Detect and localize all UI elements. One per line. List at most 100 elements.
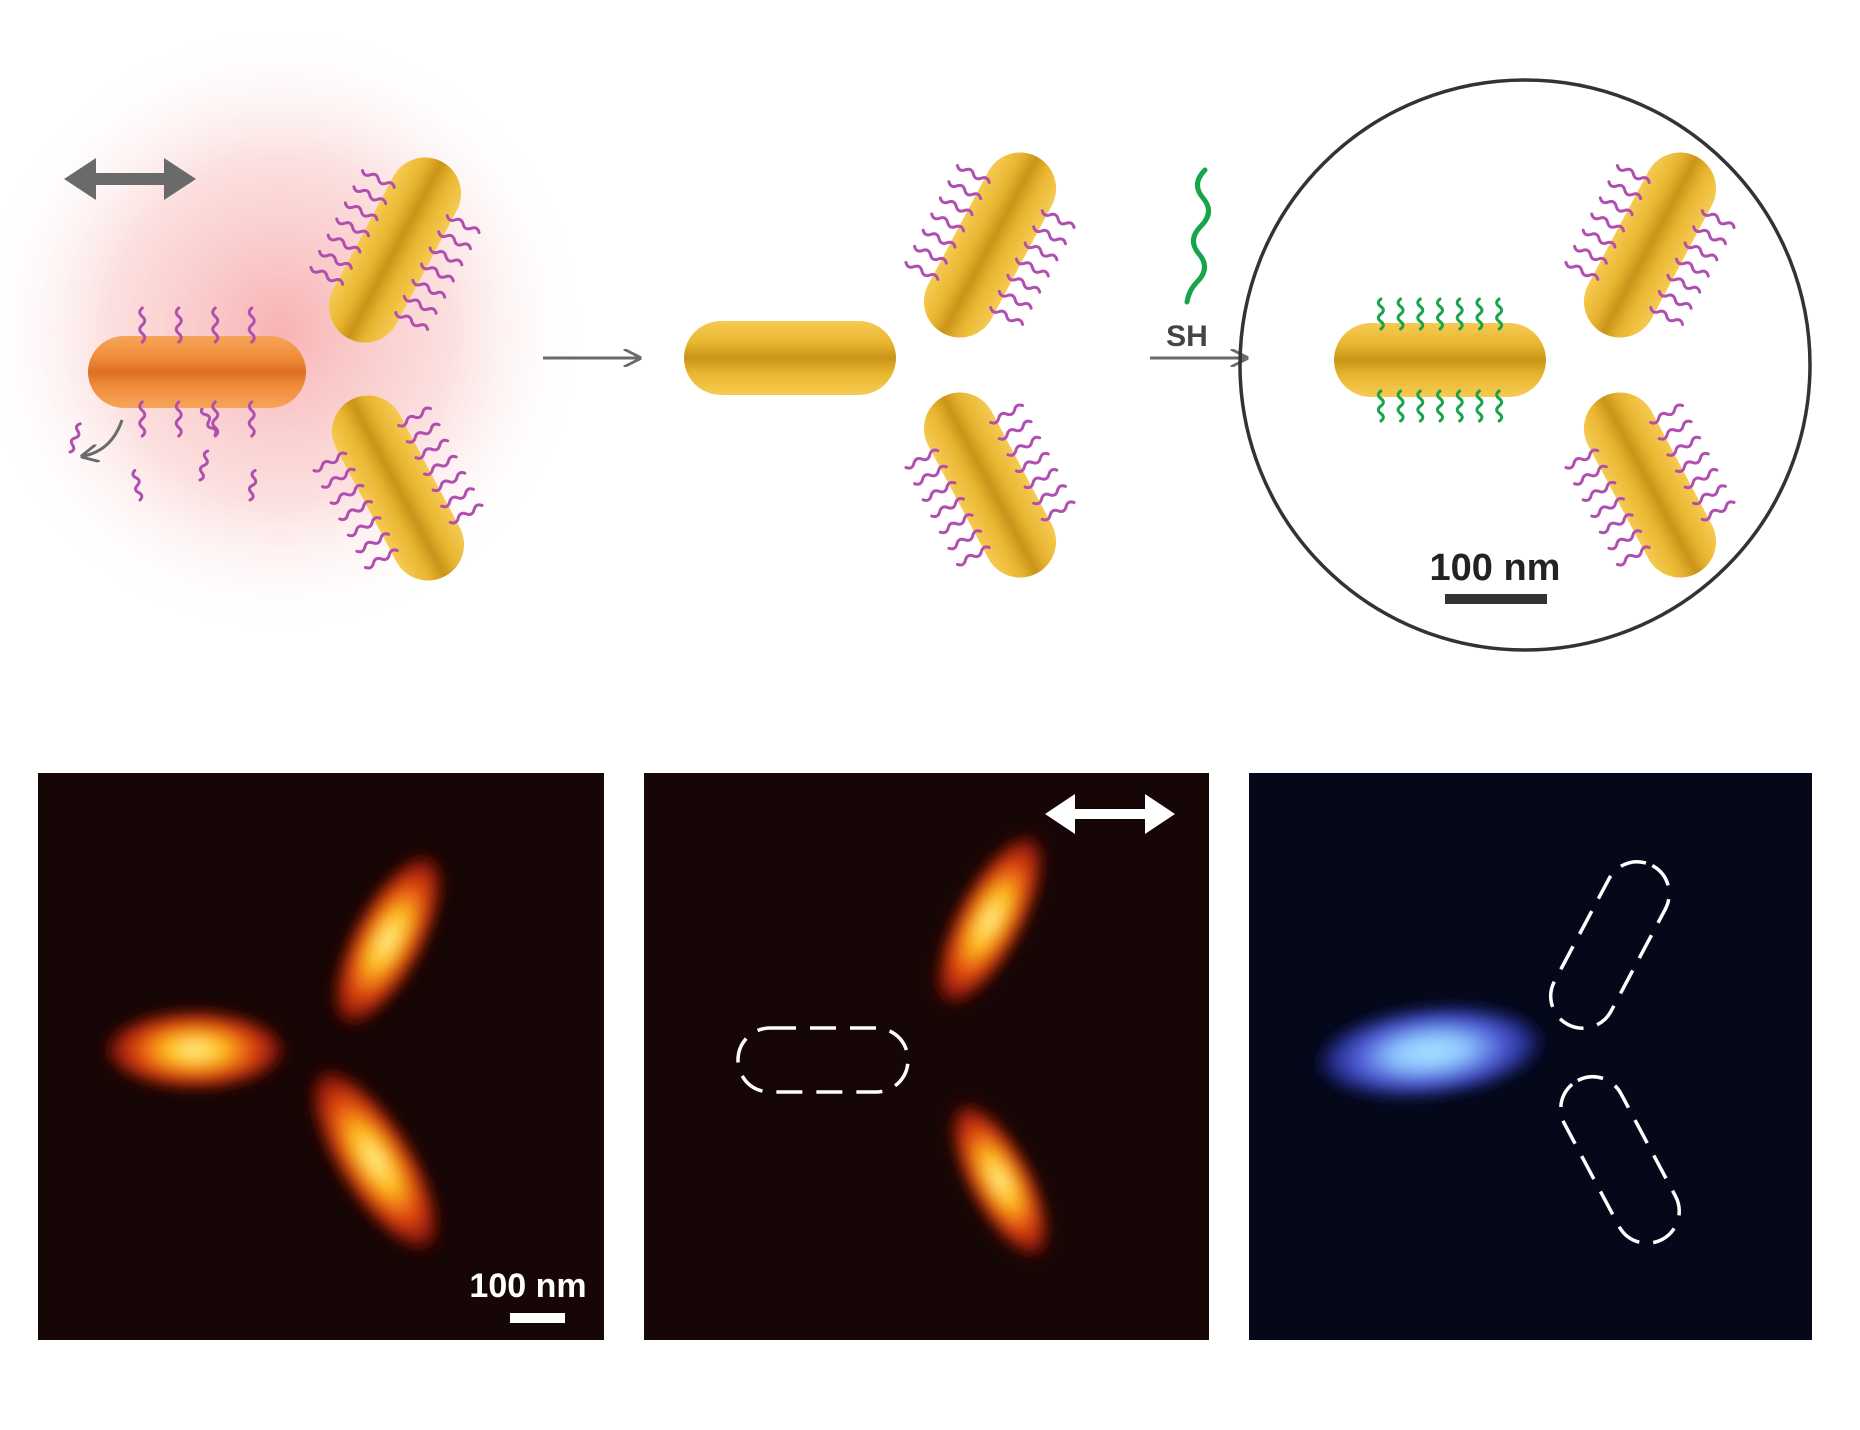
ligand-molecule (1700, 209, 1736, 230)
plasmon-heating-glow (0, 20, 590, 640)
ligand-molecule (445, 214, 481, 235)
ligand-molecule (1032, 225, 1067, 246)
coated-nanorod-lower-3 (1564, 392, 1736, 578)
ligand-molecule (1615, 164, 1651, 184)
ligand-molecule (1006, 273, 1042, 294)
ligand-molecule (1014, 257, 1050, 278)
ligand-molecule (1581, 228, 1617, 249)
ligand-molecule (1692, 225, 1727, 246)
dashed-rod-outline (736, 1026, 910, 1094)
ligand-molecule (312, 451, 348, 473)
ligand-molecule (947, 529, 983, 551)
ligand-molecule (437, 230, 472, 251)
ligand-molecule (938, 196, 974, 217)
ligand-molecule (247, 306, 256, 344)
ligand-molecule (405, 422, 441, 444)
ligand-molecule (1657, 289, 1693, 310)
image-panel-3 (1249, 773, 1812, 1340)
ligand-molecule (1649, 306, 1685, 326)
blue-emission-spot (1310, 1002, 1550, 1102)
ligand-molecule (989, 306, 1025, 326)
ligand-molecule (1598, 196, 1634, 217)
heated-nanorod (88, 306, 306, 438)
ligand-molecule (419, 262, 455, 283)
ligand-molecule (1396, 297, 1405, 331)
ligand-molecule (1692, 484, 1727, 506)
ligand-molecule (174, 306, 183, 344)
thiol-molecule-icon (1184, 167, 1211, 305)
ligand-molecule (338, 499, 374, 522)
emission-spot-left-rod (100, 1008, 290, 1092)
ligand-molecule (422, 454, 458, 477)
image-panel-2 (644, 773, 1209, 1340)
polarization-double-arrow-icon (1045, 794, 1175, 834)
ligand-molecule (913, 464, 948, 486)
ligand-molecule (1023, 241, 1059, 262)
nanorod-body (1583, 152, 1717, 338)
thiol-coated-nanorod (1334, 297, 1546, 423)
released-ligand-arrow-icon (84, 419, 124, 456)
nanorod-body (1583, 392, 1717, 578)
nanorod-body (328, 157, 462, 343)
ligand-molecule (1666, 273, 1702, 294)
ligand-molecule (1455, 297, 1464, 331)
scheme-scalebar-label: 100 nm (1430, 547, 1561, 589)
ligand-molecule (1590, 496, 1626, 519)
ligand-molecule (440, 487, 475, 509)
emission-spot-upper-rod (933, 830, 1047, 1010)
emission-spot-lower-rod (948, 1098, 1052, 1262)
coated-nanorod-upper-2 (904, 152, 1076, 338)
ligand-molecule (346, 516, 382, 538)
ligand-molecule (414, 438, 450, 460)
ligand-molecule (309, 265, 345, 286)
ligand-molecule (1598, 513, 1634, 535)
ligand-molecule (431, 471, 467, 493)
ligand-molecule (1436, 389, 1444, 423)
ligand-molecule (394, 311, 430, 331)
ligand-molecule (211, 400, 220, 438)
ligand-molecule (343, 201, 379, 222)
emission-spot-upper-rod (330, 849, 446, 1031)
ligand-molecule (955, 545, 991, 567)
nanorod-body (88, 336, 306, 408)
ligand-molecule (1564, 448, 1600, 470)
coated-nanorod-upper-3 (1564, 152, 1736, 338)
ligand-molecule (1607, 180, 1643, 201)
ligand-molecule (448, 503, 484, 525)
ligand-molecule (397, 406, 433, 428)
ligand-molecule (921, 480, 957, 502)
bare-nanorod (684, 321, 896, 395)
ligand-molecule (997, 289, 1033, 310)
ligand-molecule (913, 244, 948, 265)
ligand-molecule (1573, 464, 1608, 486)
ligand-molecule (428, 246, 464, 267)
thiol-label: SH (1166, 320, 1208, 353)
ligand-molecule (318, 249, 353, 270)
ligand-molecule (1649, 403, 1685, 425)
ligand-molecule (1581, 480, 1617, 502)
ligand-molecule (335, 217, 371, 238)
ligand-molecule (402, 294, 438, 315)
ligand-molecule (355, 532, 391, 554)
ligand-molecule (938, 513, 974, 535)
ligand-molecule (1564, 260, 1600, 281)
ligand-molecule (1014, 451, 1050, 474)
coated-nanorod-lower-1 (312, 395, 484, 581)
released-ligand (68, 422, 82, 454)
ligand-molecule (326, 233, 362, 254)
ligand-molecule (138, 400, 147, 438)
image-panel-1: 100 nm (38, 773, 604, 1340)
ligand-molecule (1573, 244, 1608, 265)
ligand-molecule (1475, 297, 1484, 331)
coated-nanorod-upper-1 (309, 157, 481, 343)
ligand-molecule (360, 169, 396, 189)
ligand-molecule (1032, 484, 1067, 506)
ligand-molecule (1683, 241, 1719, 262)
ligand-molecule (321, 467, 356, 489)
nanorod-body (1334, 323, 1546, 397)
ligand-molecule (1495, 389, 1504, 423)
ligand-molecule (1615, 545, 1651, 567)
ligand-molecule (947, 180, 983, 201)
ligand-molecule (1396, 389, 1405, 423)
